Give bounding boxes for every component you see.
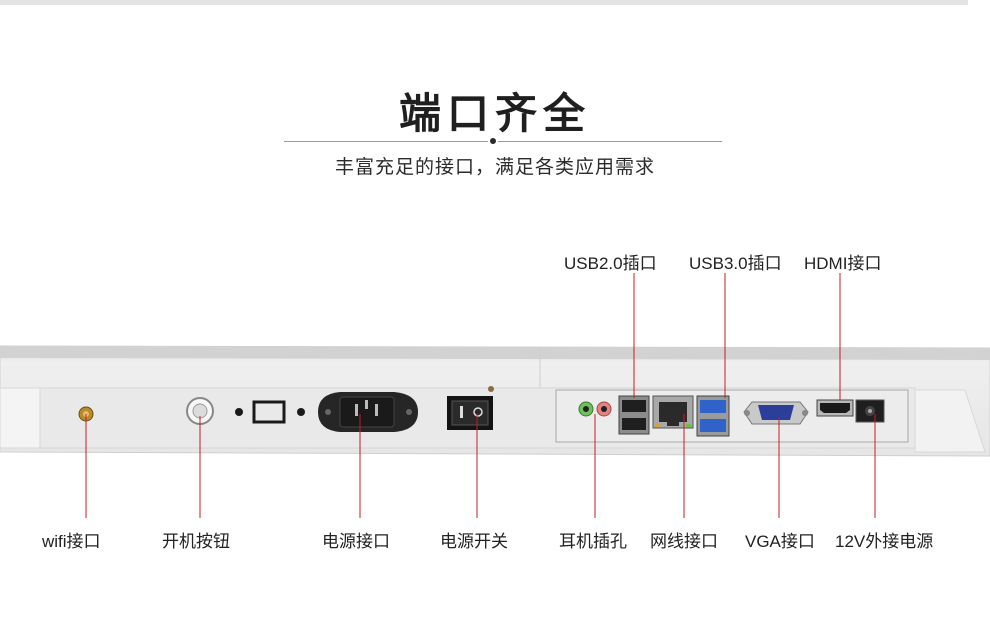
- led-dot-icon: [297, 408, 305, 416]
- label-headphone: 耳机插孔: [559, 532, 627, 551]
- label-vga: VGA接口: [745, 532, 815, 551]
- top-strip: [0, 0, 968, 5]
- power-button-icon: [186, 397, 214, 425]
- leader-lines: [85, 273, 876, 518]
- title-divider-left: [284, 141, 488, 142]
- title-divider-right: [498, 141, 722, 142]
- page-title: 端口齐全: [398, 89, 591, 138]
- title-divider-dot: [490, 138, 496, 144]
- ethernet-port-icon: [652, 395, 694, 429]
- label-usb3: USB3.0插口: [689, 254, 782, 273]
- usb3-stack-icon: [696, 395, 730, 437]
- usb2-stack-icon: [618, 395, 650, 435]
- screw-icon: [488, 386, 494, 392]
- slot-icon: [252, 400, 286, 424]
- label-dc12v: 12V外接电源: [835, 532, 934, 551]
- label-wifi: wifi接口: [42, 532, 101, 551]
- label-hdmi: HDMI接口: [804, 254, 882, 273]
- hdmi-port-icon: [816, 399, 854, 417]
- ac-power-socket-icon: [318, 392, 418, 432]
- page-subtitle: 丰富充足的接口，满足各类应用需求: [334, 156, 655, 178]
- vga-port-icon: [743, 401, 809, 425]
- label-power-button: 开机按钮: [162, 532, 230, 551]
- label-ethernet: 网线接口: [650, 532, 718, 551]
- dc-power-jack-icon: [855, 399, 885, 423]
- label-usb2: USB2.0插口: [564, 254, 657, 273]
- audio-jacks-icon: [578, 401, 612, 417]
- led-dot-icon: [235, 408, 243, 416]
- rocker-switch-icon: [447, 396, 493, 430]
- label-power-port: 电源接口: [322, 532, 390, 551]
- label-power-switch: 电源开关: [440, 532, 508, 551]
